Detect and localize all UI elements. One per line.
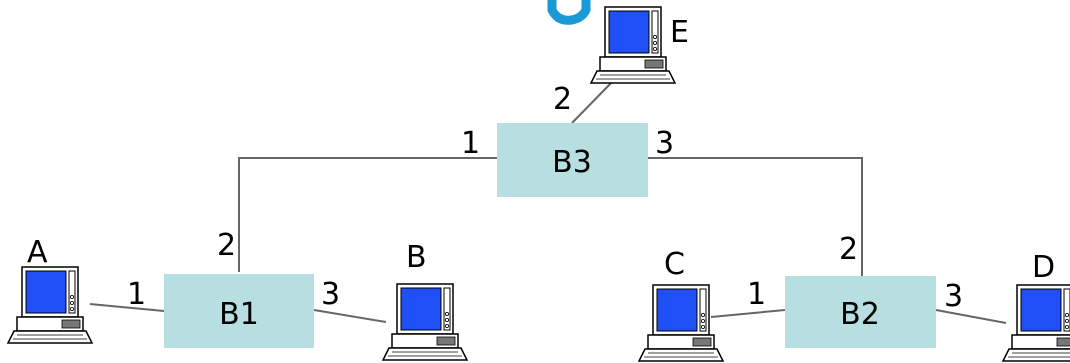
port-b1-2: 2 [217,228,236,263]
host-c-label: C [664,247,685,282]
title-fragment [547,0,591,25]
bridge-b3: B3 [497,123,648,197]
port-b2-2: 2 [839,232,858,267]
computer-e-icon [590,6,676,84]
link-b3-e [571,79,615,124]
host-e-label: E [670,15,689,50]
link-b3-b2 [648,157,863,276]
computer-b-icon [382,283,468,361]
port-b2-1: 1 [747,277,766,312]
links [89,79,1007,324]
bridge-b3-label: B3 [552,145,592,180]
link-b3-b1 [238,157,497,272]
port-b1-1: 1 [127,277,146,312]
port-b1-3: 3 [321,277,340,312]
bridge-b1-label: B1 [219,297,259,332]
port-b2-3: 3 [944,279,963,314]
host-b-label: B [406,240,427,275]
bridge-b1: B1 [164,274,314,348]
link-b2-c [710,309,786,318]
bridge-b2: B2 [785,276,936,348]
host-a-label: A [27,235,48,270]
bridge-b2-label: B2 [840,297,880,332]
computer-a-icon [7,266,93,344]
computer-d-icon [1002,284,1070,362]
port-b3-3: 3 [655,126,674,161]
link-b1-a [89,303,165,312]
port-b3-2: 2 [553,82,572,117]
host-d-label: D [1032,250,1055,285]
port-b3-1: 1 [461,126,480,161]
link-b2-d [935,309,1007,324]
link-b1-b [313,309,387,323]
computer-c-icon [638,284,724,362]
